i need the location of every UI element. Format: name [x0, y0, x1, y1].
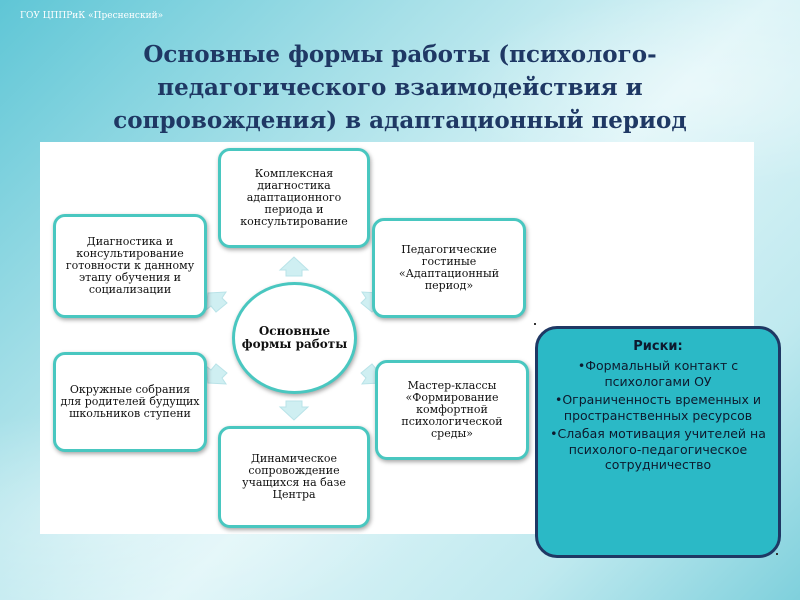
node-readiness-diagnostics: Диагностика и консультирование готовност… — [53, 214, 207, 318]
arrow-up — [278, 256, 310, 277]
risk-item: •Ограниченность временных и пространстве… — [554, 392, 762, 423]
arrow-up-left — [205, 291, 228, 313]
risk-item: •Слабая мотивация учителей на психолого-… — [550, 426, 766, 472]
slide-title: Основные формы работы (психолого-педагог… — [113, 41, 687, 134]
node-parent-meetings: Окружные собрания для родителей будущих … — [53, 352, 207, 452]
organization-label: ГОУ ЦППРиК «Пресненский» — [20, 11, 164, 21]
risks-panel: Риски: •Формальный контакт с психологами… — [535, 326, 781, 558]
node-pedagogical-lounges: Педагогические гостиные «Адаптационный п… — [372, 218, 526, 318]
risk-item: •Формальный контакт с психологами ОУ — [577, 358, 739, 389]
decorative-dot — [534, 323, 536, 325]
node-master-classes: Мастер-классы «Формирование комфортной п… — [375, 360, 529, 460]
center-node: Основные формы работы — [232, 282, 357, 394]
decorative-dot — [776, 553, 778, 555]
node-dynamic-support: Динамическое сопровождение учащихся на б… — [218, 426, 370, 528]
node-complex-diagnostics: Комплексная диагностика адаптационного п… — [218, 148, 370, 248]
risks-title: Риски: — [633, 339, 683, 354]
arrow-down — [278, 400, 310, 421]
arrow-down-left — [205, 363, 228, 385]
